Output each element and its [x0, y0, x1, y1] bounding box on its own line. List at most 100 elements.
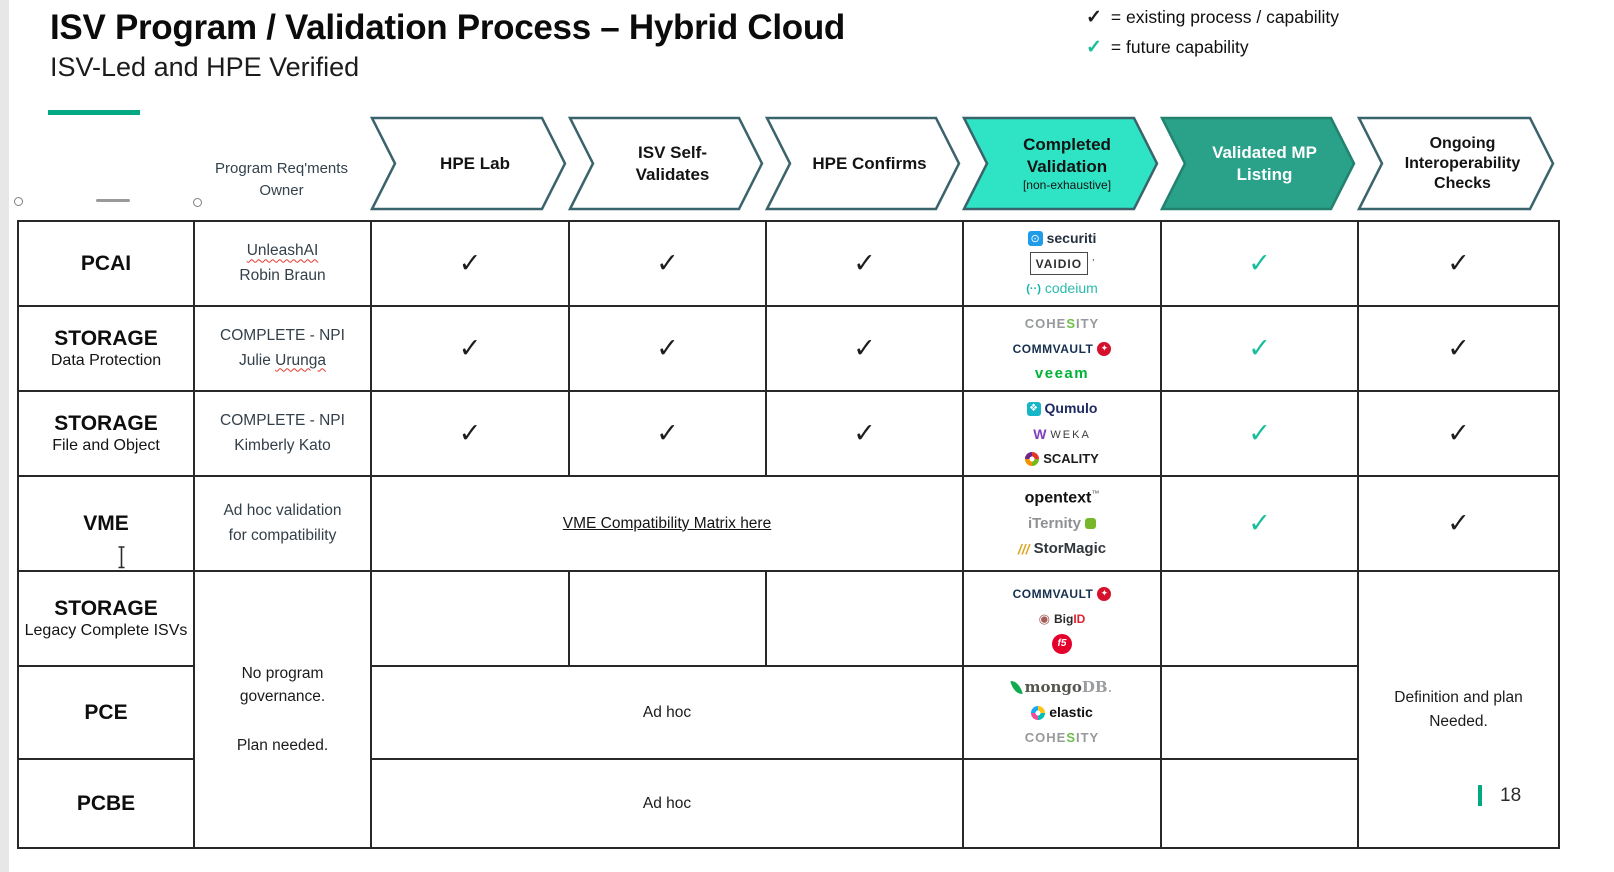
green-check-icon: ✓ — [1248, 508, 1271, 538]
black-check-icon: ✓ — [458, 248, 482, 278]
check-cell: ✓ — [1359, 222, 1558, 307]
category-subtitle: Data Protection — [50, 352, 162, 370]
chevron-arrow-icon — [568, 116, 764, 211]
check-cell: ✓ — [372, 222, 570, 307]
logo-text: codeium — [1044, 279, 1098, 296]
vme-compatibility-link[interactable]: VME Compatibility Matrix here — [562, 514, 772, 532]
logo-text: opentext — [1024, 489, 1092, 507]
page-subtitle: ISV-Led and HPE Verified — [50, 52, 360, 82]
logo-cohesity: COHESITY — [1025, 311, 1099, 336]
empty-cell — [767, 572, 964, 667]
process-step-2: ISV Self-Validates — [568, 115, 765, 212]
logo-mark-icon — [1031, 705, 1046, 720]
check-cell: ✓ — [1359, 392, 1558, 477]
selection-handle-left[interactable] — [14, 197, 23, 206]
note-text: Definition and plan — [1394, 689, 1523, 707]
check-cell: ✓ — [767, 222, 964, 307]
note-text: No program governance. — [239, 664, 326, 705]
black-check-icon: ✓ — [1447, 248, 1470, 278]
owner-text: COMPLETE - NPI — [220, 412, 345, 430]
selection-handle-right[interactable] — [193, 198, 202, 207]
black-check-icon: ✓ — [1086, 7, 1102, 28]
black-check-icon: ✓ — [1447, 418, 1470, 448]
category-cell: STORAGE Legacy Complete ISVs — [19, 572, 195, 667]
owner-text: COMPLETE - NPI — [220, 327, 345, 345]
check-cell: ✓ — [1359, 477, 1558, 572]
category-title: VME — [83, 511, 129, 535]
black-check-icon: ✓ — [853, 418, 876, 448]
logo-opentext: opentext™ — [1025, 486, 1100, 511]
logo-commvault: COMMVAULT✦ — [1013, 336, 1112, 361]
legend-future-label: = future capability — [1110, 37, 1249, 57]
logo-codeium: (··)codeium — [1026, 276, 1098, 301]
owner-column-header-line1: Program Req'ments — [215, 160, 348, 177]
empty-cell — [1162, 667, 1359, 760]
owner-cell: COMPLETE - NPI Kimberly Kato — [195, 392, 372, 477]
logo-text: securiti — [1046, 229, 1097, 246]
check-cell: ✓ — [1162, 477, 1359, 572]
logo-mark-icon: ◉ — [1038, 610, 1050, 626]
logo-mark-icon: /// — [1017, 540, 1030, 557]
note-cell: No program governance.Plan needed. — [195, 572, 372, 847]
logo-text: ™ — [1091, 489, 1100, 499]
note-text: Needed. — [1429, 712, 1488, 730]
text-cell: Ad hoc — [372, 760, 964, 847]
category-subtitle: Legacy Complete ISVs — [24, 622, 188, 640]
logo-mark-icon: f5 — [1052, 633, 1072, 654]
logo-mark-icon: (··) — [1026, 282, 1041, 295]
check-cell: ✓ — [372, 392, 570, 477]
page-number: 18 — [1500, 785, 1522, 806]
logo-text: ITY — [1076, 729, 1100, 745]
process-step-3: HPE Confirms — [765, 115, 962, 212]
green-check-icon: ✓ — [1086, 37, 1102, 58]
logo-text: COMMVAULT — [1012, 586, 1094, 601]
owner-text: Kimberly Kato — [234, 436, 331, 454]
selection-handle-dash[interactable] — [96, 199, 130, 202]
green-check-icon: ✓ — [1248, 248, 1271, 278]
logo-text: Big — [1054, 611, 1074, 626]
process-step-1: HPE Lab — [370, 115, 568, 212]
category-subtitle: File and Object — [52, 437, 160, 455]
chevron-arrow-icon — [765, 116, 961, 211]
logo-qumulo: ❖Qumulo — [1026, 396, 1098, 421]
chevron-arrow-icon — [962, 116, 1159, 211]
logo-text: ID — [1073, 611, 1086, 626]
logo-text: elastic — [1049, 703, 1093, 720]
title-accent-bar — [48, 110, 140, 115]
process-step-label: HPE Confirms — [812, 153, 927, 173]
link-cell[interactable]: VME Compatibility Matrix here — [372, 477, 964, 572]
check-cell: ✓ — [570, 307, 767, 392]
legend-existing-row: ✓ = existing process / capability — [1086, 6, 1339, 29]
owner-text: Ad hoc validation — [223, 502, 342, 520]
adhoc-text: Ad hoc — [642, 794, 692, 812]
owner-text: UnleashAI — [246, 242, 319, 260]
logo-mark-icon — [1025, 451, 1040, 466]
category-title: STORAGE — [54, 596, 158, 620]
logo-mongodb: mongoDB. — [1009, 675, 1112, 700]
logo-text: Qumulo — [1044, 399, 1098, 416]
check-cell: ✓ — [1359, 307, 1558, 392]
logo-text: mongo — [1024, 678, 1082, 696]
window-edge-strip — [0, 0, 9, 872]
check-cell: ✓ — [372, 307, 570, 392]
chevron-arrow-icon — [1160, 116, 1356, 211]
legend-existing-label: = existing process / capability — [1110, 7, 1340, 27]
logo-veeam: veeam — [1035, 361, 1089, 386]
logo-text: ’ — [1092, 258, 1095, 269]
hpe-page-marker — [1478, 785, 1482, 806]
logo-cohesity: COHESITY — [1025, 725, 1099, 750]
chevron-arrow-icon — [1357, 116, 1555, 211]
black-check-icon: ✓ — [656, 418, 679, 448]
logo-text: COHE — [1024, 315, 1067, 331]
logo-scality: SCALITY — [1025, 446, 1099, 471]
